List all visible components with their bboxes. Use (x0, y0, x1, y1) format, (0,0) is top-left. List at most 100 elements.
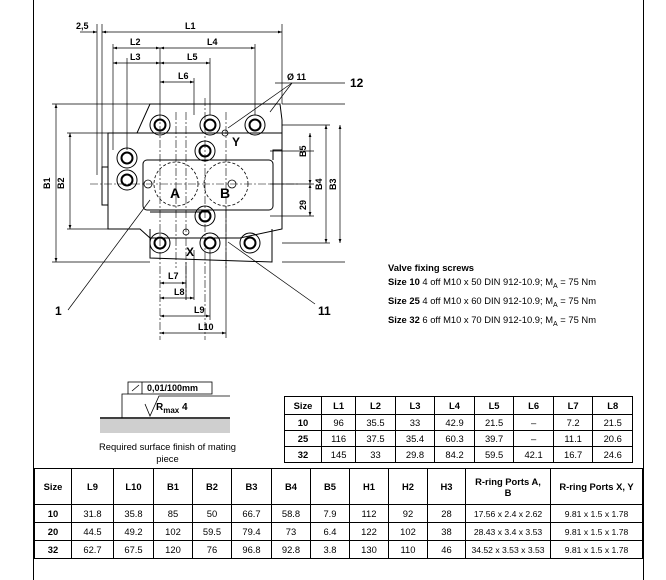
table-cell: 25 (284, 430, 322, 447)
dim-b3: B3 (328, 178, 338, 190)
surface-finish-symbol (100, 381, 230, 419)
table-cell: 32 (34, 540, 72, 559)
table-cell: 9.81 x 1.5 x 1.78 (550, 504, 643, 523)
dim-2-5: 2,5 (76, 21, 89, 31)
port-x-label: X (186, 245, 194, 259)
table-cell: 50 (192, 504, 232, 523)
table-cell: 35.4 (394, 430, 436, 447)
table-header: Size (284, 396, 322, 415)
callout-12: 12 (350, 76, 364, 90)
dim-l8: L8 (174, 287, 185, 297)
table-cell: 17.56 x 2.4 x 2.62 (465, 504, 551, 523)
table-row: 20 44.5 49.2 102 59.5 79.4 73 6.4 122 10… (34, 522, 643, 541)
table-header: H1 (349, 468, 389, 505)
table-cell: 84.2 (434, 446, 475, 463)
table-header: H2 (388, 468, 428, 505)
table-header: Size (34, 468, 72, 505)
table-cell: 24.6 (592, 446, 633, 463)
screws-title: Valve fixing screws (388, 262, 474, 273)
table-cell: 76 (192, 540, 232, 559)
callout-1: 1 (55, 304, 62, 318)
table-cell: 6.4 (310, 522, 350, 541)
table-cell: 16.7 (552, 446, 594, 463)
table-cell: 7.9 (310, 504, 350, 523)
table-header: B1 (153, 468, 193, 505)
table-cell: 39.7 (473, 430, 515, 447)
table-cell: 92.8 (271, 540, 311, 559)
table-cell: 29.8 (394, 446, 436, 463)
table-cell: 31.8 (71, 504, 114, 523)
table-cell: 67.5 (113, 540, 154, 559)
dim-b5: B5 (298, 145, 308, 157)
table-cell: 7.2 (552, 414, 594, 431)
dim-l6: L6 (178, 71, 189, 81)
table-cell: 79.4 (231, 522, 272, 541)
screws-row: Size 10 4 off M10 x 50 DIN 912-10.9; MA … (388, 276, 596, 290)
dim-l2: L2 (130, 37, 141, 47)
table-cell: 92 (388, 504, 428, 523)
dim-l4: L4 (207, 37, 218, 47)
table-header: R-ring Ports X, Y (550, 468, 643, 505)
table-cell: 10 (34, 504, 72, 523)
table-header: L10 (113, 468, 154, 505)
table-header: L8 (592, 396, 633, 415)
table-cell: 33 (355, 446, 396, 463)
table-cell: 60.3 (434, 430, 475, 447)
table-header-row: Size L1 L2 L3 L4 L5 L6 L7 L8 (284, 396, 633, 415)
table-cell: 58.8 (271, 504, 311, 523)
valve-body-outline (101, 103, 283, 263)
frame-right-border (643, 0, 644, 580)
table-row: 32 145 33 29.8 84.2 59.5 42.1 16.7 24.6 (284, 446, 633, 463)
table-header: L9 (71, 468, 114, 505)
ports-a-b (143, 129, 249, 236)
table-row: 10 31.8 35.8 85 50 66.7 58.8 7.9 112 92 … (34, 504, 643, 523)
table-header: L7 (552, 396, 594, 415)
table-cell: 9.81 x 1.5 x 1.78 (550, 522, 643, 541)
dim-l1: L1 (185, 21, 196, 31)
table-cell: 11.1 (552, 430, 594, 447)
surface-finish-caption: Required surface finish of mating piece (98, 441, 237, 464)
table-row: 25 116 37.5 35.4 60.3 39.7 – 11.1 20.6 (284, 430, 633, 447)
dim-l3: L3 (130, 52, 141, 62)
callouts: 1 11 12 (55, 76, 364, 318)
dim-b4: B4 (314, 178, 324, 190)
table-row: 32 62.7 67.5 120 76 96.8 92.8 3.8 130 11… (34, 540, 643, 559)
table-cell: 46 (427, 540, 466, 559)
mating-surface-hatch (100, 419, 230, 433)
dim-l5: L5 (187, 52, 198, 62)
table-header: L5 (473, 396, 515, 415)
table-cell: 3.8 (310, 540, 350, 559)
table-cell: 20.6 (592, 430, 633, 447)
bolt-holes (116, 114, 266, 254)
callout-11: 11 (318, 304, 331, 318)
table-cell: 120 (153, 540, 193, 559)
table-header: L6 (513, 396, 554, 415)
table-cell: 110 (388, 540, 428, 559)
table-header: B2 (192, 468, 232, 505)
table-header: H3 (427, 468, 466, 505)
dimension-table-b: Size L9 L10 B1 B2 B3 B4 B5 H1 H2 H3 R-ri… (34, 468, 643, 559)
port-b-label: B (220, 185, 230, 201)
table-cell: 32 (284, 446, 322, 463)
table-cell: 28.43 x 3.4 x 3.53 (465, 522, 551, 541)
table-cell: – (513, 414, 554, 431)
valve-fixing-screws-note: Valve fixing screws Size 10 4 off M10 x … (388, 261, 596, 332)
dim-b1: B1 (42, 177, 52, 189)
table-cell: 9.81 x 1.5 x 1.78 (550, 540, 643, 559)
hole-diameter-label: Ø 11 (287, 72, 306, 82)
flatness-tolerance: 0,01/100mm (147, 383, 199, 393)
table-cell: 130 (349, 540, 389, 559)
table-cell: 42.1 (513, 446, 554, 463)
dimension-lines (52, 24, 345, 338)
table-cell: 49.2 (113, 522, 154, 541)
table-cell: – (513, 430, 554, 447)
table-cell: 112 (349, 504, 389, 523)
screws-row: Size 32 6 off M10 x 70 DIN 912-10.9; MA … (388, 313, 596, 328)
dimension-texts: 2,5 L1 L2 L4 L3 L5 L6 Ø 11 L7 L8 L9 L10 … (42, 21, 338, 332)
table-header: B3 (231, 468, 272, 505)
port-y-label: Y (232, 135, 240, 149)
table-header: L4 (434, 396, 475, 415)
table-cell: 20 (34, 522, 72, 541)
table-header: B5 (310, 468, 350, 505)
